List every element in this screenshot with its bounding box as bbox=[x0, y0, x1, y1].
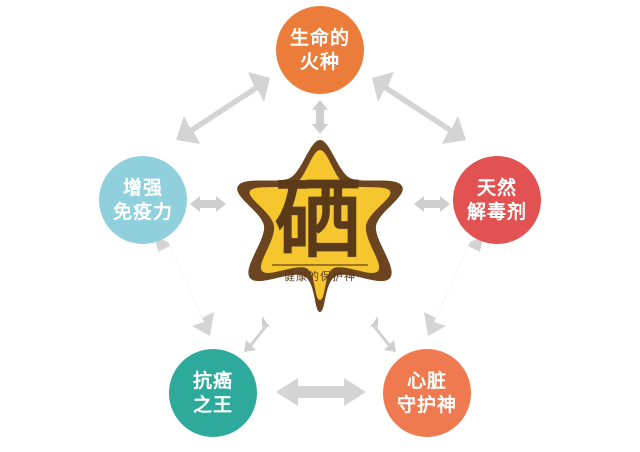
node-right-line1: 天然 bbox=[476, 177, 517, 199]
arrow-center-bottomright bbox=[368, 316, 396, 352]
node-top-line1: 生命的 bbox=[289, 27, 350, 49]
arrow-bottom bbox=[276, 378, 366, 406]
center-character: 硒 bbox=[275, 169, 361, 270]
node-bottomright-circle bbox=[383, 349, 471, 437]
node-left-line2: 免疫力 bbox=[112, 201, 173, 223]
node-top-circle bbox=[276, 6, 364, 94]
outer-arrows bbox=[154, 72, 484, 406]
node-left-label: 增强 免疫力 bbox=[99, 176, 187, 224]
arrow-top-left bbox=[176, 72, 270, 144]
node-right-label: 天然 解毒剂 bbox=[453, 176, 541, 224]
arrow-left-bottomleft bbox=[154, 236, 214, 336]
node-right-circle bbox=[453, 156, 541, 244]
arrow-center-left bbox=[190, 196, 226, 212]
node-top-label: 生命的 火种 bbox=[276, 26, 364, 74]
node-left-circle bbox=[99, 156, 187, 244]
inner-arrows bbox=[190, 100, 450, 352]
node-right-line2: 解毒剂 bbox=[466, 201, 527, 223]
node-bottomright-line1: 心脏 bbox=[406, 370, 447, 392]
node-bottomleft-line1: 抗癌 bbox=[192, 370, 233, 392]
node-left-line1: 增强 bbox=[122, 177, 163, 199]
arrow-center-top bbox=[312, 100, 328, 134]
node-top-line2: 火种 bbox=[299, 51, 340, 73]
center-star bbox=[237, 140, 403, 312]
star-fill bbox=[249, 150, 391, 300]
node-bottomleft-circle bbox=[169, 349, 257, 437]
node-bottomleft-label: 抗癌 之王 bbox=[169, 369, 257, 417]
arrow-center-bottomleft bbox=[244, 316, 272, 352]
node-bottomright-line2: 守护神 bbox=[396, 394, 457, 416]
node-bottomleft-line2: 之王 bbox=[192, 394, 233, 416]
center-subtitle: 健康的保护神 bbox=[284, 270, 356, 283]
arrow-top-right bbox=[372, 72, 466, 144]
arrow-center-right bbox=[414, 196, 450, 212]
arrow-right-bottomright bbox=[424, 236, 484, 336]
node-bottomright-label: 心脏 守护神 bbox=[383, 369, 471, 417]
